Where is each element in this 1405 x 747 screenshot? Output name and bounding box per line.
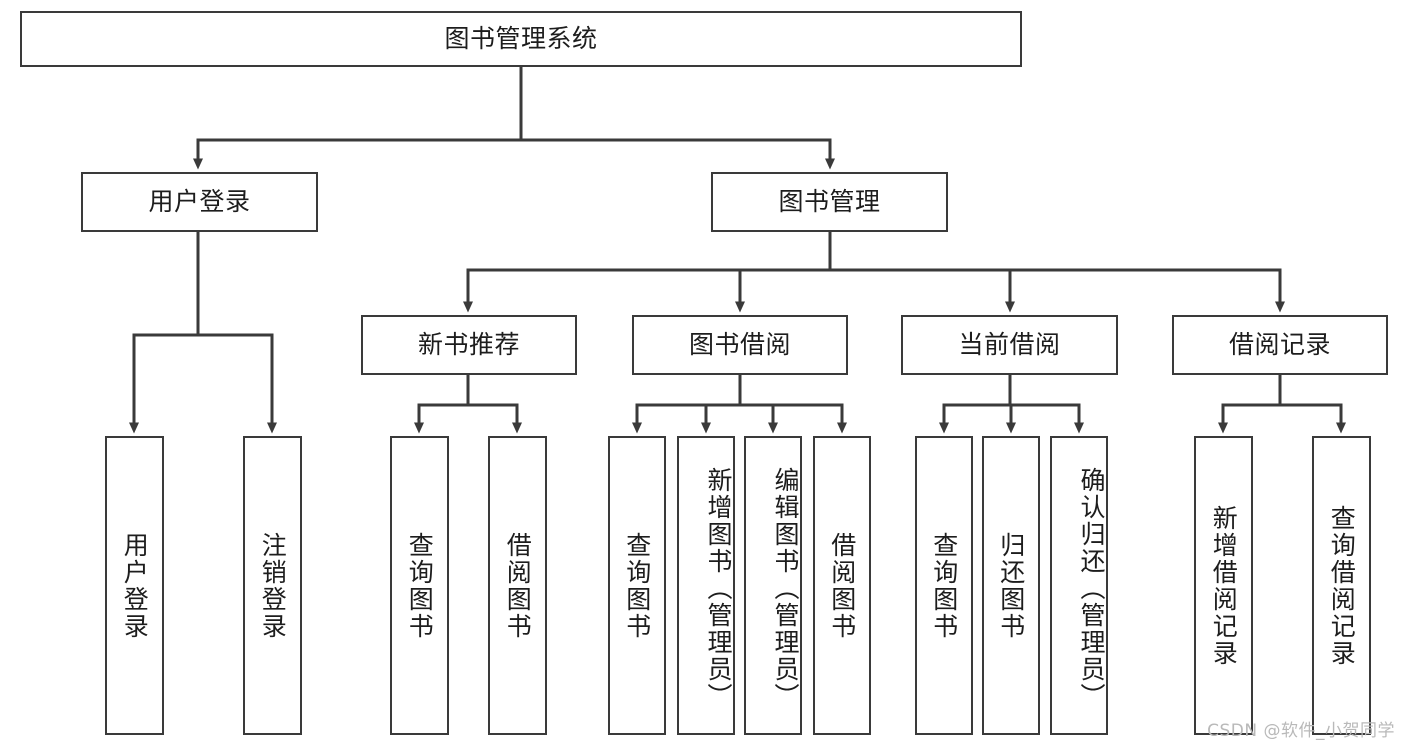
- leaf-borrow-book-2-label: 借阅图书: [827, 531, 857, 640]
- leaf-confirm-return-label: 确认归还（管理员）: [1077, 467, 1106, 710]
- leaf-logout[interactable]: 注销登录: [243, 436, 302, 735]
- leaf-edit-book-label: 编辑图书（管理员）: [771, 467, 800, 710]
- leaf-query-book-3[interactable]: 查询图书: [915, 436, 973, 735]
- leaf-query-book-1[interactable]: 查询图书: [390, 436, 449, 735]
- node-current-borrow-label: 当前借阅: [958, 330, 1061, 360]
- node-user-login[interactable]: 用户登录: [81, 172, 318, 232]
- node-root[interactable]: 图书管理系统: [20, 11, 1022, 67]
- node-borrow-record-label: 借阅记录: [1228, 330, 1331, 360]
- node-root-label: 图书管理系统: [444, 24, 598, 54]
- leaf-add-book-label: 新增图书（管理员）: [704, 467, 733, 710]
- leaf-borrow-book-1[interactable]: 借阅图书: [488, 436, 547, 735]
- node-book-borrow-label: 图书借阅: [688, 330, 791, 360]
- leaf-return-book[interactable]: 归还图书: [982, 436, 1040, 735]
- leaf-query-record-label: 查询借阅记录: [1327, 504, 1357, 667]
- leaf-borrow-book-1-label: 借阅图书: [503, 531, 533, 640]
- leaf-query-book-2-label: 查询图书: [622, 531, 652, 640]
- leaf-add-record-label: 新增借阅记录: [1209, 504, 1239, 667]
- leaf-edit-book[interactable]: 编辑图书（管理员）: [744, 436, 802, 735]
- node-user-login-label: 用户登录: [148, 187, 251, 217]
- leaf-user-login[interactable]: 用户登录: [105, 436, 164, 735]
- leaf-return-book-label: 归还图书: [996, 531, 1026, 640]
- node-new-book-recommend[interactable]: 新书推荐: [361, 315, 577, 375]
- leaf-add-record[interactable]: 新增借阅记录: [1194, 436, 1253, 735]
- leaf-add-book[interactable]: 新增图书（管理员）: [677, 436, 735, 735]
- leaf-logout-label: 注销登录: [258, 531, 288, 640]
- leaf-borrow-book-2[interactable]: 借阅图书: [813, 436, 871, 735]
- node-book-borrow[interactable]: 图书借阅: [632, 315, 848, 375]
- node-current-borrow[interactable]: 当前借阅: [901, 315, 1118, 375]
- leaf-confirm-return[interactable]: 确认归还（管理员）: [1050, 436, 1108, 735]
- leaf-query-record[interactable]: 查询借阅记录: [1312, 436, 1371, 735]
- watermark: CSDN @软件_小贺同学: [1207, 721, 1395, 741]
- node-book-management-label: 图书管理: [778, 187, 881, 217]
- node-borrow-record[interactable]: 借阅记录: [1172, 315, 1388, 375]
- node-book-management[interactable]: 图书管理: [711, 172, 948, 232]
- leaf-query-book-2[interactable]: 查询图书: [608, 436, 666, 735]
- node-new-book-recommend-label: 新书推荐: [417, 330, 520, 360]
- leaf-query-book-3-label: 查询图书: [929, 531, 959, 640]
- leaf-query-book-1-label: 查询图书: [405, 531, 435, 640]
- leaf-user-login-label: 用户登录: [120, 531, 150, 640]
